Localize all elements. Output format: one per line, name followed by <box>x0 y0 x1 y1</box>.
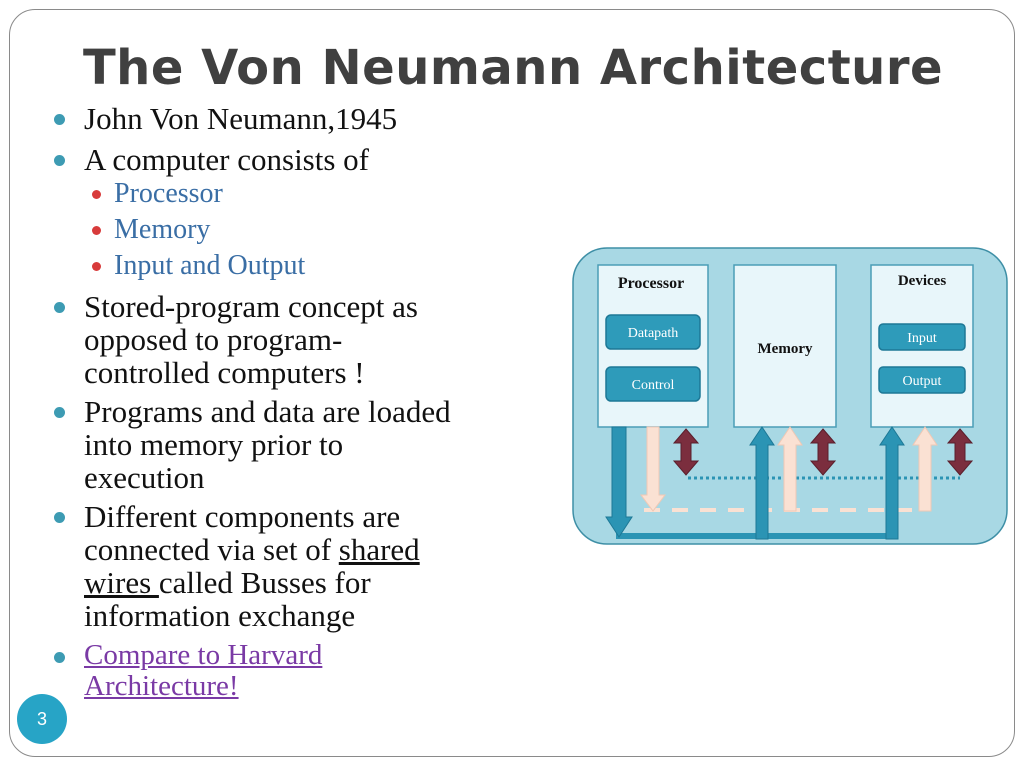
output-label: Output <box>903 374 942 389</box>
processor-label: Processor <box>618 275 684 292</box>
sub-bullet-dot-icon <box>92 226 101 235</box>
harvard-link[interactable]: Compare to Harvard <box>84 639 323 671</box>
memory-double-arrow-icon <box>809 428 837 476</box>
devices-up-arrow-icon <box>879 426 905 540</box>
bullet-item: Stored-program concept as opposed to pro… <box>50 290 550 389</box>
devices-light-arrow-icon <box>912 426 938 512</box>
sub-bullet-item: Input and Output <box>50 248 550 284</box>
bullet-line: Stored-program concept as <box>84 289 418 324</box>
sub-bullet-dot-icon <box>92 262 101 271</box>
bullet-item: Different components are connected via s… <box>50 500 550 632</box>
devices-double-arrow-icon <box>946 428 974 476</box>
control-block <box>605 366 701 402</box>
processor-down-arrow-icon <box>605 426 633 538</box>
sub-bullet-item: Processor <box>50 176 550 212</box>
sub-bullet-dot-icon <box>92 190 101 199</box>
bullet-item: Compare to Harvard Architecture! <box>50 640 550 702</box>
memory-label: Memory <box>758 341 813 357</box>
control-label: Control <box>632 378 675 393</box>
bullet-dot-icon <box>54 114 65 125</box>
bullet-dot-icon <box>54 407 65 418</box>
datapath-block <box>605 314 701 350</box>
bullet-dot-icon <box>54 302 65 313</box>
sub-bullet-text: Input and Output <box>114 250 306 281</box>
processor-light-arrow-icon <box>640 426 666 512</box>
bullet-item: Programs and data are loaded into memory… <box>50 395 550 494</box>
memory-box <box>733 264 837 428</box>
underlined-text: wires <box>84 565 159 600</box>
slide-title: The Von Neumann Architecture <box>82 40 944 96</box>
sub-bullet-text: Processor <box>114 178 223 209</box>
bullet-dot-icon <box>54 155 65 166</box>
datapath-label: Datapath <box>628 326 679 341</box>
bullet-text: connected via set of <box>84 532 339 567</box>
bullet-item: John Von Neumann,1945 <box>50 102 550 135</box>
input-label: Input <box>907 331 937 346</box>
bullet-line: connected via set of shared <box>84 533 550 566</box>
bullet-dot-icon <box>54 652 65 663</box>
devices-label: Devices <box>898 273 946 289</box>
processor-double-arrow-icon <box>672 428 700 476</box>
bullet-line: Different components are <box>84 499 401 534</box>
bullet-dot-icon <box>54 512 65 523</box>
von-neumann-diagram: Processor Datapath Control Memory Device… <box>572 247 1008 545</box>
memory-up-arrow-icon <box>749 426 775 540</box>
output-block <box>878 366 966 394</box>
input-block <box>878 323 966 351</box>
bullet-line: execution <box>84 460 205 495</box>
memory-light-arrow-icon <box>777 426 803 512</box>
bullet-line: into memory prior to <box>84 427 344 462</box>
bullet-line: controlled computers ! <box>84 355 365 390</box>
bullet-line: information exchange <box>84 598 356 633</box>
underlined-text: shared <box>338 532 420 567</box>
bullet-text: John Von Neumann,1945 <box>84 101 398 136</box>
bullet-text: called Busses for <box>158 565 371 600</box>
bullet-list: John Von Neumann,1945 A computer consist… <box>50 102 550 702</box>
harvard-link[interactable]: Architecture! <box>84 670 239 702</box>
bullet-item: A computer consists of <box>50 143 550 176</box>
bullet-line: Programs and data are loaded <box>84 394 451 429</box>
bullet-text: A computer consists of <box>84 142 369 177</box>
sub-bullet-text: Memory <box>114 214 211 245</box>
sub-bullet-item: Memory <box>50 212 550 248</box>
bullet-line: wires called Busses for <box>84 566 550 599</box>
bullet-line: opposed to program- <box>84 322 343 357</box>
page-number-badge: 3 <box>17 694 67 744</box>
